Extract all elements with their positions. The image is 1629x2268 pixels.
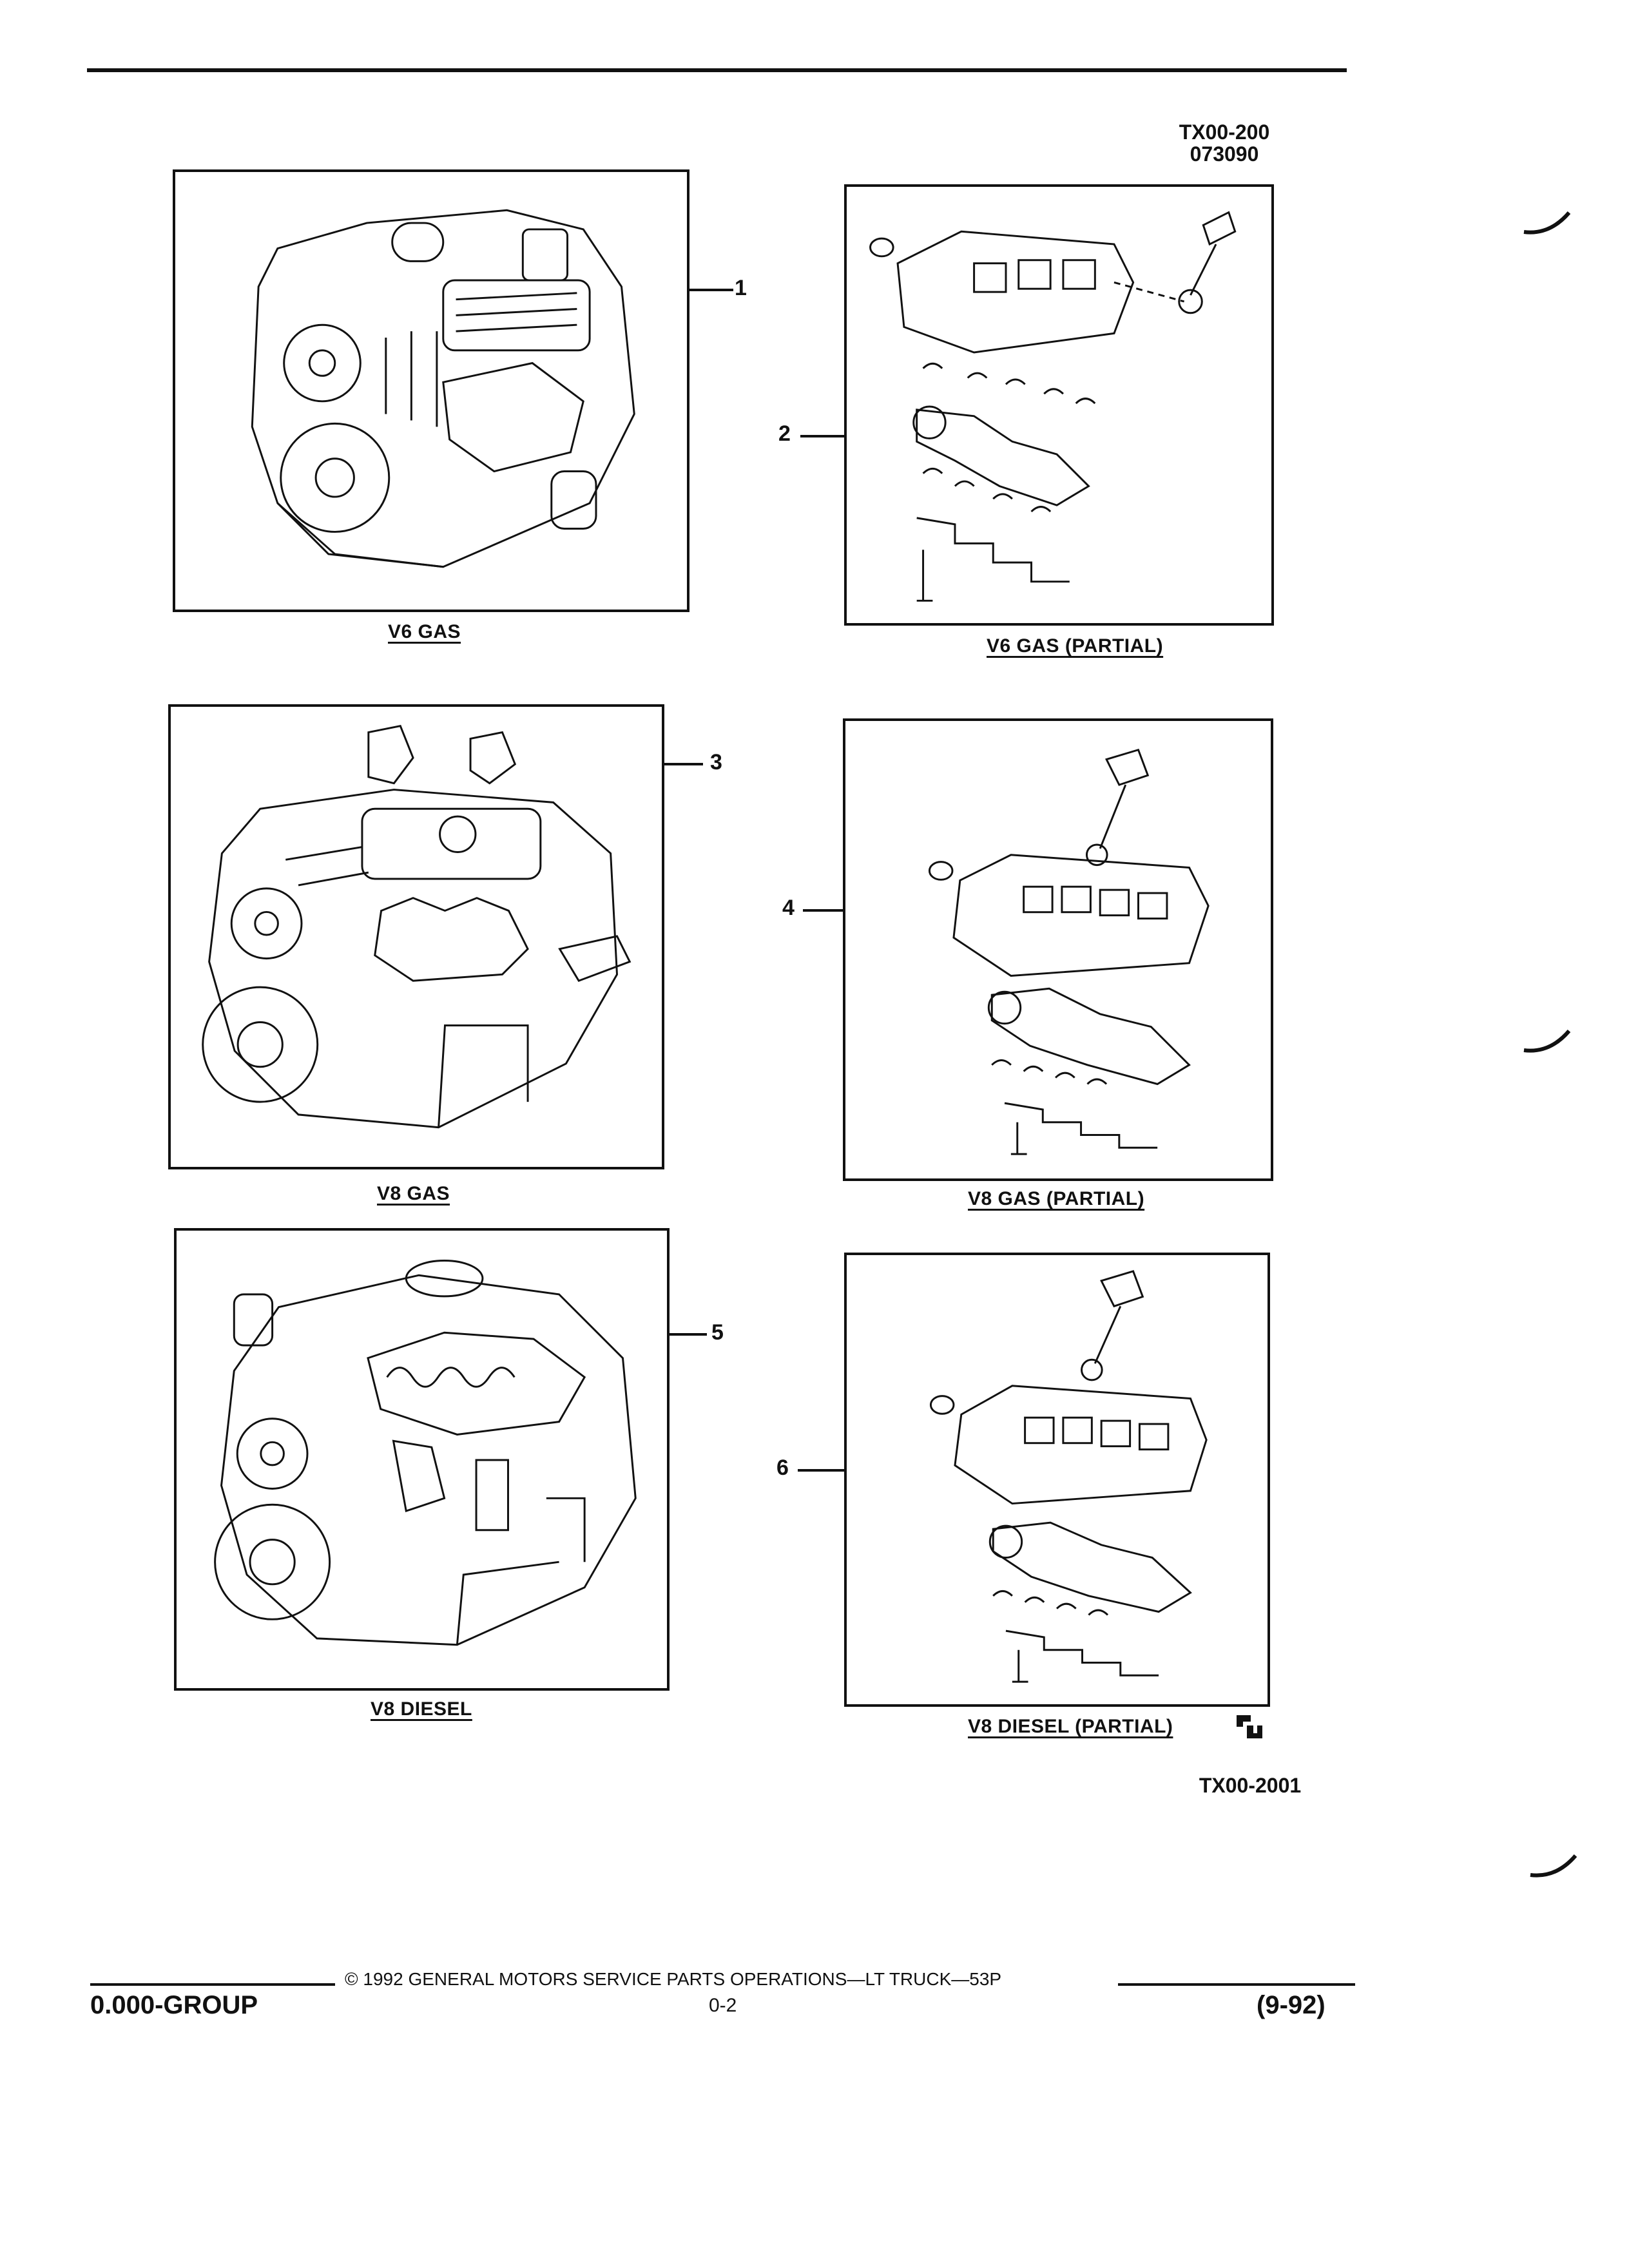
reference-code-number: TX00-200: [1179, 120, 1270, 144]
callout-5-leader: [670, 1333, 707, 1336]
figure-v8-gas: [168, 704, 664, 1169]
footer-copyright: © 1992 GENERAL MOTORS SERVICE PARTS OPER…: [345, 1969, 1002, 1989]
figure-v8-gas-partial: [843, 718, 1273, 1181]
binding-mark-icon: [1523, 1030, 1571, 1053]
callout-4-leader: [803, 909, 843, 912]
callout-2-leader: [800, 435, 844, 437]
footer-rule-right: [1118, 1983, 1355, 1986]
figure-v6-gas-partial: [844, 184, 1274, 626]
v8-diesel-short-block-illustration: [929, 1270, 1208, 1683]
v6-short-block-illustration: [869, 211, 1237, 602]
figure-v6-gas: [173, 169, 689, 612]
caption-v8-gas-partial: V8 GAS (PARTIAL): [968, 1188, 1145, 1209]
v8-diesel-engine-illustration: [214, 1259, 637, 1646]
callout-6: 6: [776, 1456, 789, 1480]
binding-mark-icon: [1530, 1854, 1577, 1878]
top-rule: [87, 68, 1347, 72]
figure-v8-diesel-partial: [844, 1253, 1270, 1707]
illustration-code: TX00-2001: [1199, 1774, 1302, 1797]
callout-1: 1: [735, 276, 747, 300]
footer-rule-left: [90, 1983, 335, 1986]
binding-mark-icon: [1523, 211, 1571, 235]
callout-5: 5: [711, 1320, 724, 1345]
caption-v6-gas: V6 GAS: [388, 621, 461, 642]
gm-logo-icon: [1237, 1715, 1262, 1738]
v8-short-block-illustration: [928, 748, 1210, 1155]
caption-v8-diesel-partial: V8 DIESEL (PARTIAL): [968, 1716, 1173, 1737]
footer-group: 0.000-GROUP: [90, 1991, 258, 2019]
footer-page-number: 0-2: [709, 1995, 737, 2016]
v6-gas-engine-illustration: [251, 209, 635, 568]
v8-gas-engine-illustration: [202, 724, 631, 1129]
callout-3-leader: [664, 763, 703, 765]
caption-v8-gas: V8 GAS: [377, 1183, 450, 1204]
callout-4: 4: [782, 896, 795, 920]
footer-revision: (9-92): [1257, 1991, 1325, 2019]
reference-code-date: 073090: [1190, 142, 1259, 166]
caption-v6-gas-partial: V6 GAS (PARTIAL): [987, 635, 1164, 657]
callout-6-leader: [798, 1469, 844, 1472]
callout-2: 2: [778, 421, 791, 446]
reference-code: TX00-200 073090: [1153, 121, 1295, 165]
callout-1-leader: [689, 289, 733, 291]
callout-3: 3: [710, 750, 722, 774]
caption-v8-diesel: V8 DIESEL: [371, 1698, 472, 1720]
figure-v8-diesel: [174, 1228, 670, 1691]
